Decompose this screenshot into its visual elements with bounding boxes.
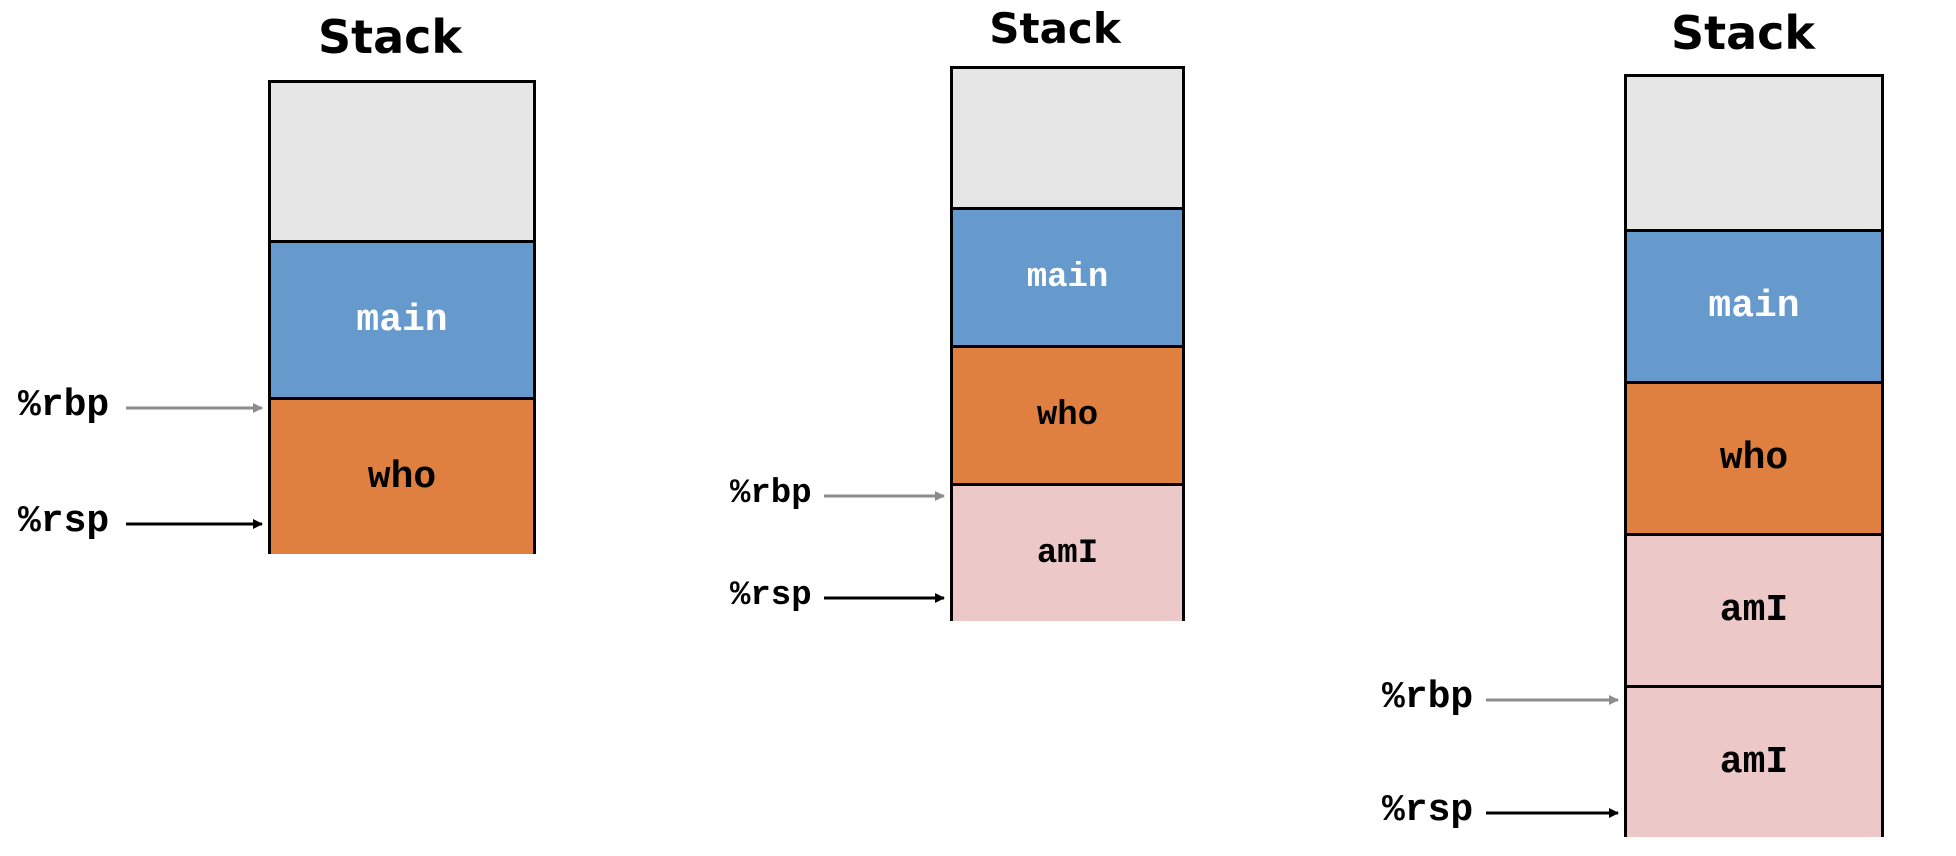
register-label-rsp: %rsp [1382, 789, 1474, 833]
stack-title: Stack [989, 4, 1121, 53]
stack-frame-ami: amI [1627, 533, 1881, 685]
stack-frame-who: who [271, 397, 533, 554]
stack-frame-ami: amI [953, 483, 1182, 621]
stack-title: Stack [317, 10, 463, 64]
register-label-rbp: %rbp [1382, 676, 1474, 720]
register-label-rsp: %rsp [18, 500, 110, 544]
stack-frame-main: main [953, 207, 1182, 345]
stack-frame-main: main [271, 240, 533, 397]
register-label-rbp: %rbp [730, 475, 812, 514]
stack-frame-empty [271, 83, 533, 240]
stack-title: Stack [1670, 6, 1816, 60]
stack-frame-main: main [1627, 229, 1881, 381]
stack-frame-who: who [953, 345, 1182, 483]
stack-frame-empty [953, 69, 1182, 207]
register-label-rbp: %rbp [18, 384, 110, 428]
stack-frame-ami: amI [1627, 685, 1881, 837]
stack-frame-who: who [1627, 381, 1881, 533]
stack-frame-empty [1627, 77, 1881, 229]
register-label-rsp: %rsp [730, 577, 812, 616]
